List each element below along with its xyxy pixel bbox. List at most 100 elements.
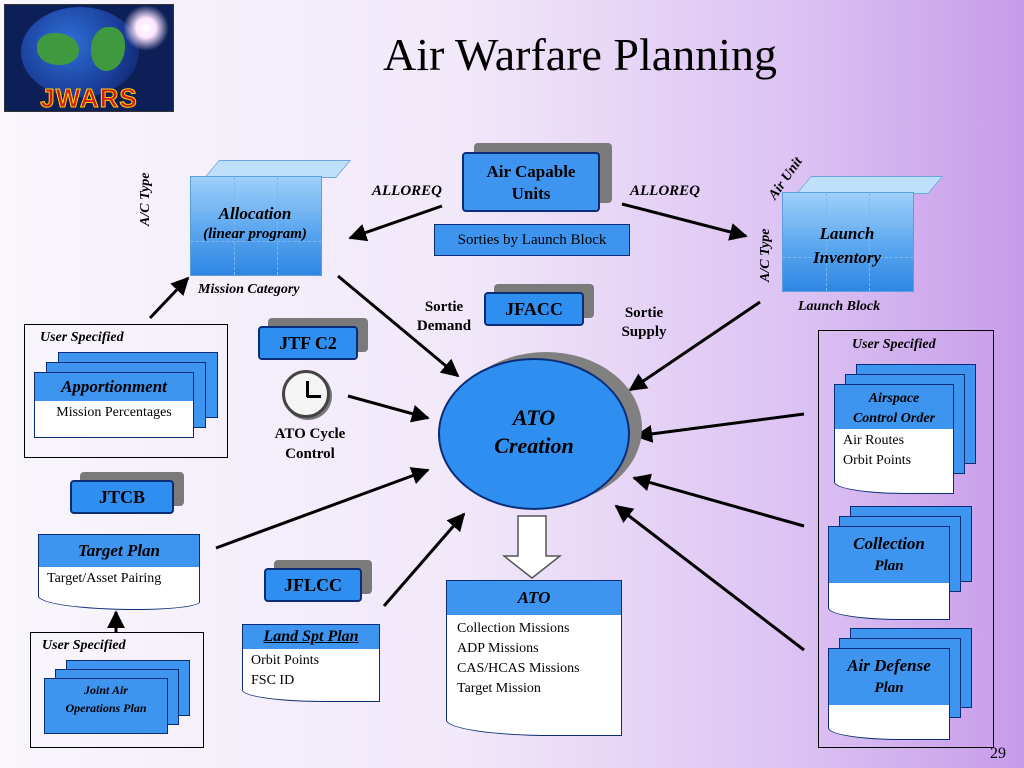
jfacc-role: JFACC (484, 284, 594, 326)
jflcc-role: JFLCC (264, 560, 372, 602)
allocation-cube: Allocation (linear program) (190, 160, 352, 276)
sortie-supply-line1: Sortie (624, 305, 664, 321)
launch-y-axis-label: A/C Type (758, 228, 773, 282)
jtcb-role: JTCB (70, 472, 184, 514)
land-spt-plan-title: Land Spt Plan (243, 625, 379, 649)
jaop-line1: Joint Air (84, 683, 128, 697)
list-item: FSC ID (251, 673, 295, 688)
target-plan-title: Target Plan (39, 535, 199, 567)
list-item: Air Routes (843, 433, 905, 448)
apportionment-body: Mission Percentages (35, 401, 193, 425)
list-item: Target Mission (457, 681, 541, 696)
ato-creation-ellipse (438, 358, 630, 510)
airspace-to-ato-arrow (634, 412, 805, 443)
jtf-c2-role: JTF C2 (258, 318, 368, 360)
logo-text: JWARS (40, 83, 138, 112)
ato-output-arrow (501, 515, 563, 579)
airspace-line2: Control Order (852, 411, 936, 426)
alloreq-left-label: ALLOREQ (372, 183, 443, 199)
page-number: 29 (990, 745, 1006, 762)
allocation-y-axis-label: A/C Type (138, 172, 153, 226)
airspace-line1: Airspace (868, 391, 920, 406)
page-title: Air Warfare Planning (383, 29, 777, 80)
collection-plan-doc: Collection Plan (828, 526, 950, 620)
air-defense-plan-doc: Air Defense Plan (828, 648, 950, 740)
clock-to-ato-arrow (347, 394, 430, 423)
user-specified-group-jaop (30, 632, 204, 748)
list-item: Collection Missions (457, 621, 570, 636)
cube-front (190, 176, 322, 276)
sortie-demand-label: Sortie Demand (404, 298, 484, 336)
collection-plan-title: Collection Plan (829, 527, 949, 583)
cube-front (782, 192, 914, 292)
allocation-label: Allocation (218, 204, 292, 223)
land-plan-to-ato-arrow (382, 512, 466, 607)
group-title: User Specified (42, 638, 126, 653)
air-capable-units-box: Air Capable Units (462, 152, 600, 212)
jfacc-label: JFACC (484, 292, 584, 326)
collection-line1: Collection (853, 534, 925, 553)
list-item: Orbit Points (251, 653, 320, 668)
clock-icon (282, 370, 330, 418)
launch-inventory-cube: Launch Inventory (782, 176, 944, 292)
apportionment-to-allocation-arrow (148, 276, 190, 320)
jflcc-label: JFLCC (264, 568, 362, 602)
jtcb-label: JTCB (70, 480, 174, 514)
launch-x-axis-label: Launch Block (798, 299, 881, 314)
alloreq-arrow-left (348, 204, 443, 242)
ato-creation-label: ATO Creation (438, 404, 630, 460)
apportionment-title: Apportionment (35, 373, 193, 401)
ato-cycle-control-label: ATO Cycle Control (262, 424, 358, 464)
jwars-logo: JWARS (4, 4, 174, 112)
airspace-control-order-body: Air Routes Orbit Points (835, 429, 953, 473)
airspace-control-order-title: Airspace Control Order (835, 385, 953, 429)
ato-output-title: ATO (447, 581, 621, 615)
allocation-x-axis-label: Mission Category (198, 282, 300, 297)
jaop-line2: Operations Plan (65, 701, 147, 715)
air-capable-units-line1: Air Capable (486, 162, 576, 181)
ato-creation-line2: Creation (494, 433, 574, 458)
air-defense-line1: Air Defense (847, 656, 931, 675)
collection-to-ato-arrow (632, 473, 805, 528)
sortie-demand-line1: Sortie (424, 299, 464, 315)
target-plan-to-ato-arrow (215, 467, 430, 550)
target-plan-doc: Target Plan Target/Asset Pairing (38, 534, 200, 610)
air-defense-line2: Plan (874, 680, 904, 696)
collection-line2: Plan (874, 558, 904, 574)
group-title: User Specified (852, 337, 936, 352)
ato-output-doc: ATO Collection Missions ADP Missions CAS… (446, 580, 622, 736)
target-plan-body: Target/Asset Pairing (39, 567, 199, 591)
sortie-supply-label: Sortie Supply (604, 304, 684, 342)
air-capable-units-line2: Units (511, 184, 551, 203)
launch-label: Launch (819, 224, 875, 243)
joint-air-operations-plan-doc: Joint Air Operations Plan (44, 678, 168, 734)
ato-cycle-control-line1: ATO Cycle (274, 426, 346, 442)
launch-to-ato-arrow (628, 300, 761, 392)
airspace-control-order-doc: Airspace Control Order Air Routes Orbit … (834, 384, 954, 494)
ato-creation-line1: ATO (512, 405, 556, 430)
jtf-c2-label: JTF C2 (258, 326, 358, 360)
user-specified-group-apportionment (24, 324, 228, 458)
sortie-demand-line2: Demand (416, 318, 472, 334)
launch-sublabel: Inventory (813, 248, 881, 267)
ato-cycle-control-line2: Control (285, 446, 335, 462)
list-item: Orbit Points (843, 453, 912, 468)
group-title: User Specified (40, 330, 124, 345)
allocation-to-ato-arrow (337, 274, 460, 378)
alloreq-right-label: ALLOREQ (630, 183, 701, 199)
land-spt-plan-body: Orbit Points FSC ID (243, 649, 379, 693)
apportionment-doc: Apportionment Mission Percentages (34, 372, 194, 438)
ato-output-body: Collection Missions ADP Missions CAS/HCA… (447, 615, 621, 703)
user-specified-group-right (818, 330, 994, 748)
sorties-by-launch-block-box: Sorties by Launch Block (434, 224, 630, 256)
alloreq-arrow-right (621, 202, 748, 241)
allocation-sublabel: (linear program) (203, 226, 307, 242)
air-defense-plan-title: Air Defense Plan (829, 649, 949, 705)
land-spt-plan-doc: Land Spt Plan Orbit Points FSC ID (242, 624, 380, 702)
light-flare (123, 5, 169, 51)
continent-shape (91, 27, 125, 71)
sortie-supply-line2: Supply (621, 324, 667, 340)
list-item: CAS/HCAS Missions (457, 661, 580, 676)
air-defense-to-ato-arrow (614, 504, 805, 652)
